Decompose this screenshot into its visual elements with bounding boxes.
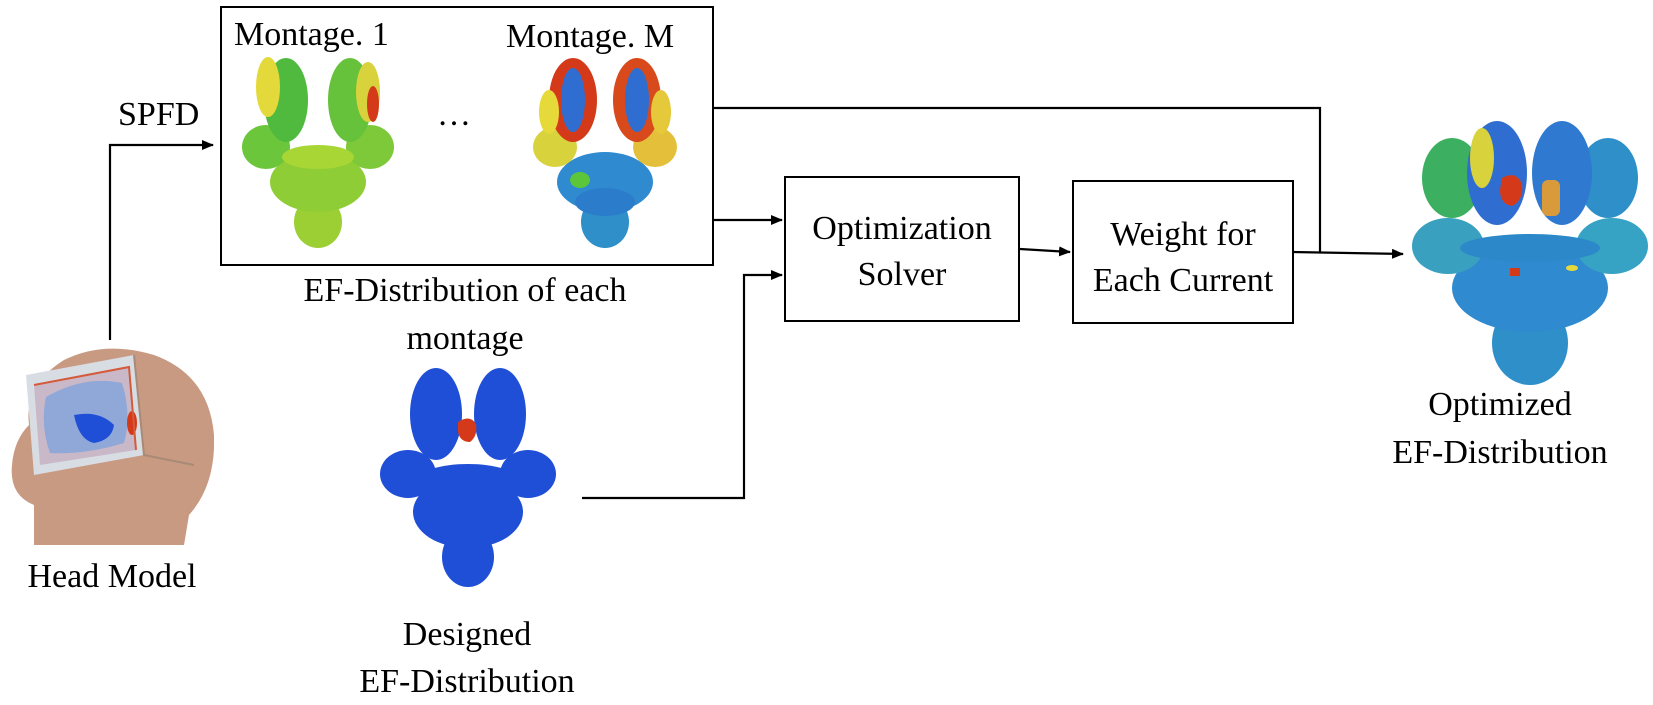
brainstem-ef-montage-1-icon	[242, 57, 394, 248]
weight-label-line2: Each Current	[1092, 262, 1274, 299]
label-montage-m: Montage. M	[506, 18, 675, 55]
label-montage-1: Montage. 1	[234, 16, 389, 53]
solver-label-line2: Solver	[857, 256, 947, 293]
label-head-model: Head Model	[27, 558, 197, 595]
weight-to-optimized-arrow	[1291, 248, 1404, 259]
solver-to-weight-arrow	[1019, 246, 1071, 257]
weight-box: Weight for Each Current	[1072, 180, 1294, 324]
brainstem-designed-ef-icon	[380, 368, 556, 587]
brainstem-ef-montage-m-icon	[533, 58, 677, 248]
brainstem-optimized-ef-icon	[1412, 121, 1648, 385]
head-model-icon	[11, 348, 214, 545]
label-spfd: SPFD	[118, 96, 200, 133]
montage-box	[220, 6, 714, 266]
label-designed-line1: Designed	[402, 616, 532, 653]
spfd-arrow	[108, 140, 214, 340]
montage-bypass-line	[712, 106, 1322, 252]
label-optimized-line2: EF-Distribution	[1392, 434, 1608, 471]
label-ef-each-line1: EF-Distribution of each	[303, 272, 627, 309]
optimization-solver-box: Optimization Solver	[784, 176, 1020, 322]
weight-label-line1: Weight for	[1110, 216, 1256, 253]
label-designed-line2: EF-Distribution	[359, 663, 575, 700]
label-ellipsis: …	[437, 96, 471, 133]
designed-to-solver-arrow	[582, 270, 783, 500]
label-optimized-line1: Optimized	[1428, 386, 1572, 423]
label-ef-each-line2: montage	[406, 320, 524, 357]
solver-label-line1: Optimization	[812, 210, 992, 247]
